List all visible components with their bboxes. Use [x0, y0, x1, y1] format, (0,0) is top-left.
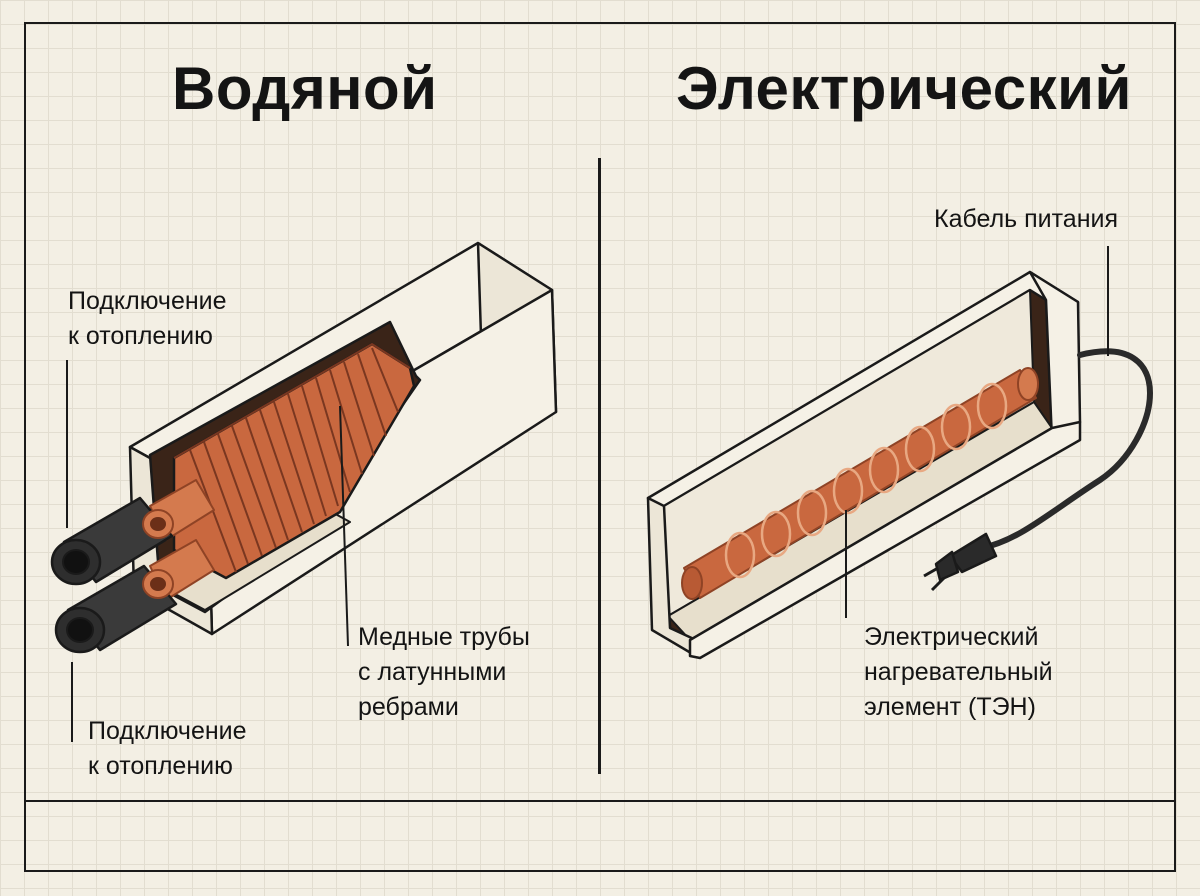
- title-water: Водяной: [172, 55, 438, 122]
- footer-divider: [24, 800, 1176, 802]
- label-connection-bottom: Подключение к отоплению: [88, 717, 247, 780]
- label-copper-pipes: Медные трубы с латунными ребрами: [358, 623, 530, 721]
- water-convector: [50, 241, 558, 654]
- title-electric: Электрический: [676, 55, 1132, 122]
- diagram-frame: [24, 22, 1176, 872]
- electric-heating-coil: [724, 382, 1008, 579]
- center-divider: [598, 158, 601, 774]
- electric-housing-lip: [688, 420, 1082, 660]
- electric-leader-lines: [845, 246, 1109, 618]
- water-leader-lines: [66, 360, 349, 742]
- water-fins-top-edge: [173, 343, 411, 459]
- water-fins: [189, 347, 399, 573]
- electric-convector: [646, 270, 1153, 660]
- label-heating-element: Электрический нагревательный элемент (ТЭ…: [864, 623, 1053, 721]
- label-power-cable: Кабель питания: [934, 205, 1119, 233]
- electric-plug: [923, 532, 998, 592]
- label-connection-top: Подключение к отоплению: [68, 287, 227, 350]
- electric-power-cable: [979, 348, 1153, 551]
